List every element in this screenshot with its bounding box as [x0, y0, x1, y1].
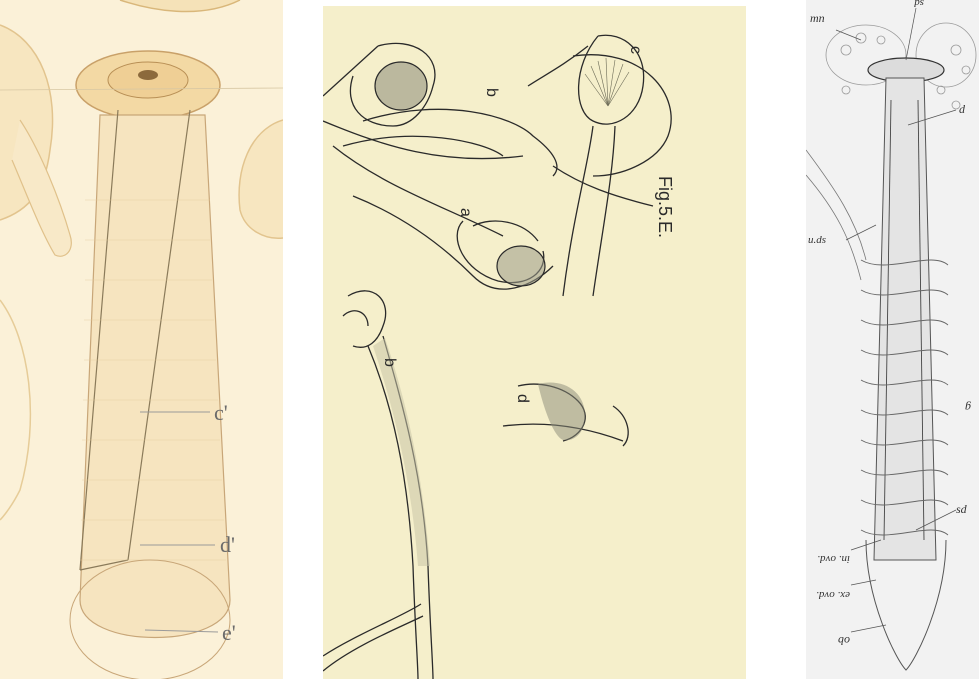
label-u-ds: u.ds	[808, 234, 826, 246]
label-g: g	[965, 401, 971, 415]
label-d: d	[514, 394, 531, 403]
label-c: c	[627, 46, 644, 54]
label-sd: sd	[956, 502, 968, 516]
middle-figure: b c a b d Fig.5.E.	[323, 6, 746, 679]
label-d-right: d	[959, 102, 966, 116]
label-in-ovd: in. ovd.	[817, 553, 850, 565]
left-illustration: c' d' e'	[0, 0, 283, 679]
right-illustration-panel: mn sd d u.ds g sd in. ovd. ex. ovd. ob	[806, 0, 979, 679]
label-ex-ovd: ex. ovd.	[816, 589, 850, 601]
label-b-top: b	[483, 88, 500, 97]
label-mn: mn	[810, 11, 825, 25]
label-b-lower: b	[381, 358, 398, 367]
label-c-prime: c'	[214, 400, 228, 425]
label-a: a	[457, 208, 474, 217]
label-ob: ob	[838, 634, 850, 648]
middle-figure-panel: b c a b d Fig.5.E.	[323, 6, 746, 679]
label-sd-top: sd	[914, 0, 924, 9]
right-illustration: mn sd d u.ds g sd in. ovd. ex. ovd. ob	[806, 0, 979, 679]
left-illustration-panel: c' d' e'	[0, 0, 283, 679]
figure-label: Fig.5.E.	[655, 176, 675, 238]
label-e-prime: e'	[222, 620, 236, 645]
label-d-prime: d'	[220, 532, 235, 557]
